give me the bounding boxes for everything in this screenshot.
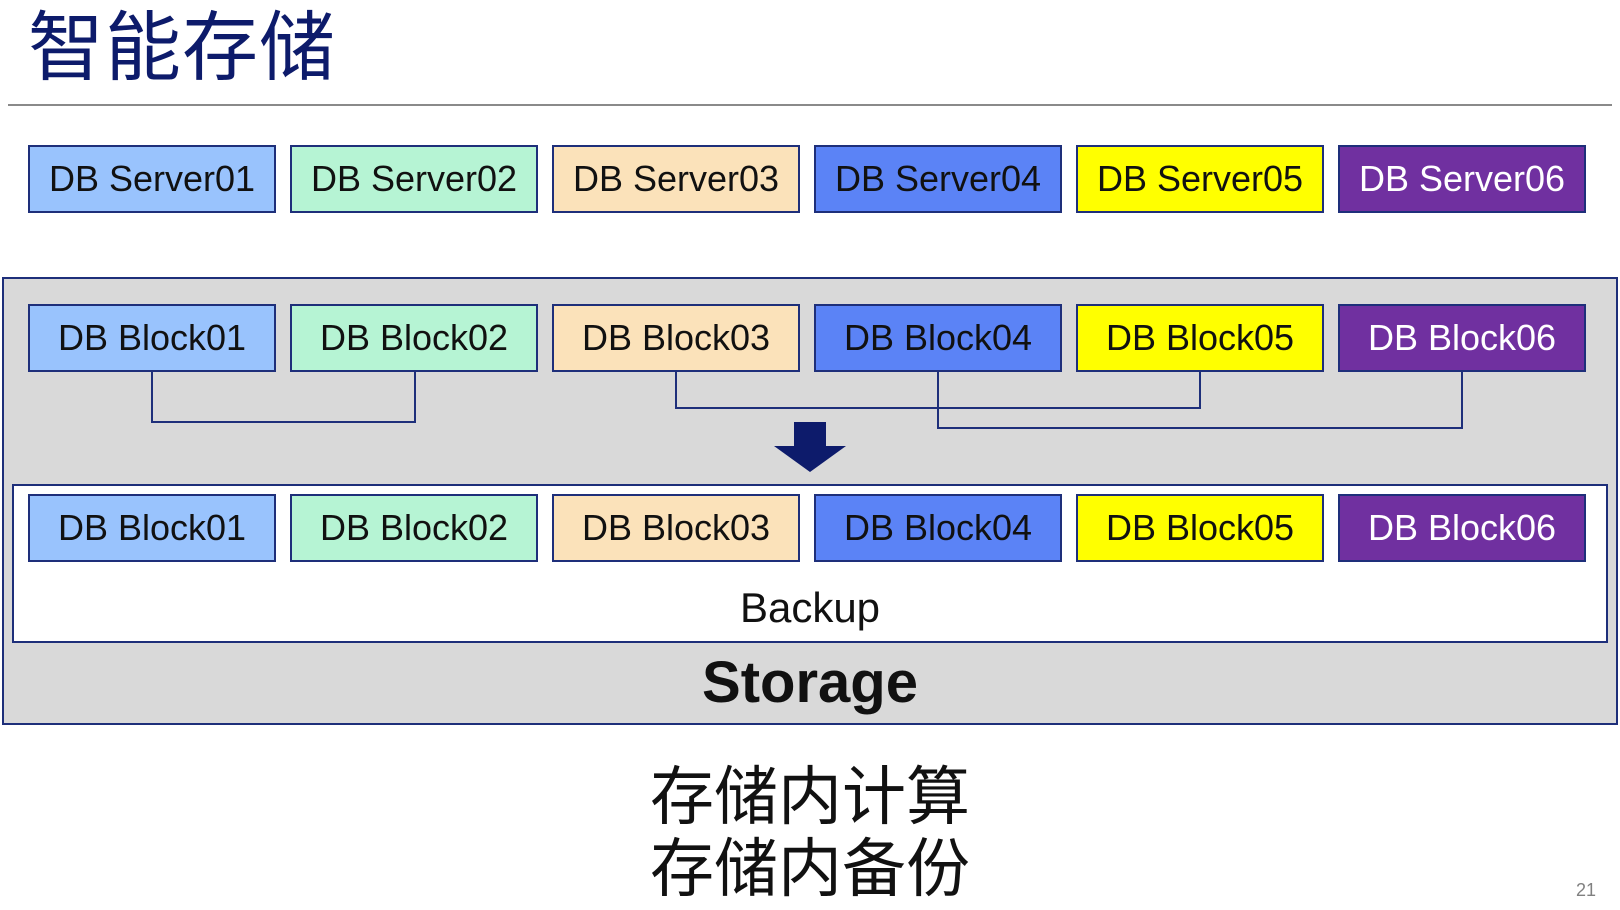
page-title: 智能存储: [28, 3, 336, 92]
backup-block-05: DB Block05: [1076, 494, 1324, 562]
connector-block01-block02: [151, 372, 416, 423]
db-block-06: DB Block06: [1338, 304, 1586, 372]
db-block-03: DB Block03: [552, 304, 800, 372]
caption-line-1: 存储内计算: [650, 761, 970, 835]
db-block-02: DB Block02: [290, 304, 538, 372]
db-server-04: DB Server04: [814, 145, 1062, 213]
db-block-01: DB Block01: [28, 304, 276, 372]
storage-label: Storage: [702, 650, 918, 715]
db-server-03: DB Server03: [552, 145, 800, 213]
db-server-06: DB Server06: [1338, 145, 1586, 213]
backup-label: Backup: [739, 584, 881, 631]
backup-block-03: DB Block03: [552, 494, 800, 562]
db-server-05: DB Server05: [1076, 145, 1324, 213]
backup-block-02: DB Block02: [290, 494, 538, 562]
title-divider: [8, 104, 1612, 106]
db-server-02: DB Server02: [290, 145, 538, 213]
page-number: 21: [1575, 880, 1596, 900]
down-arrow-icon: [774, 422, 846, 472]
backup-block-04: DB Block04: [814, 494, 1062, 562]
db-block-05: DB Block05: [1076, 304, 1324, 372]
db-server-01: DB Server01: [28, 145, 276, 213]
backup-block-06: DB Block06: [1338, 494, 1586, 562]
db-block-04: DB Block04: [814, 304, 1062, 372]
backup-block-01: DB Block01: [28, 494, 276, 562]
caption-line-2: 存储内备份: [650, 833, 970, 907]
connector-block04-block06: [937, 372, 1463, 429]
